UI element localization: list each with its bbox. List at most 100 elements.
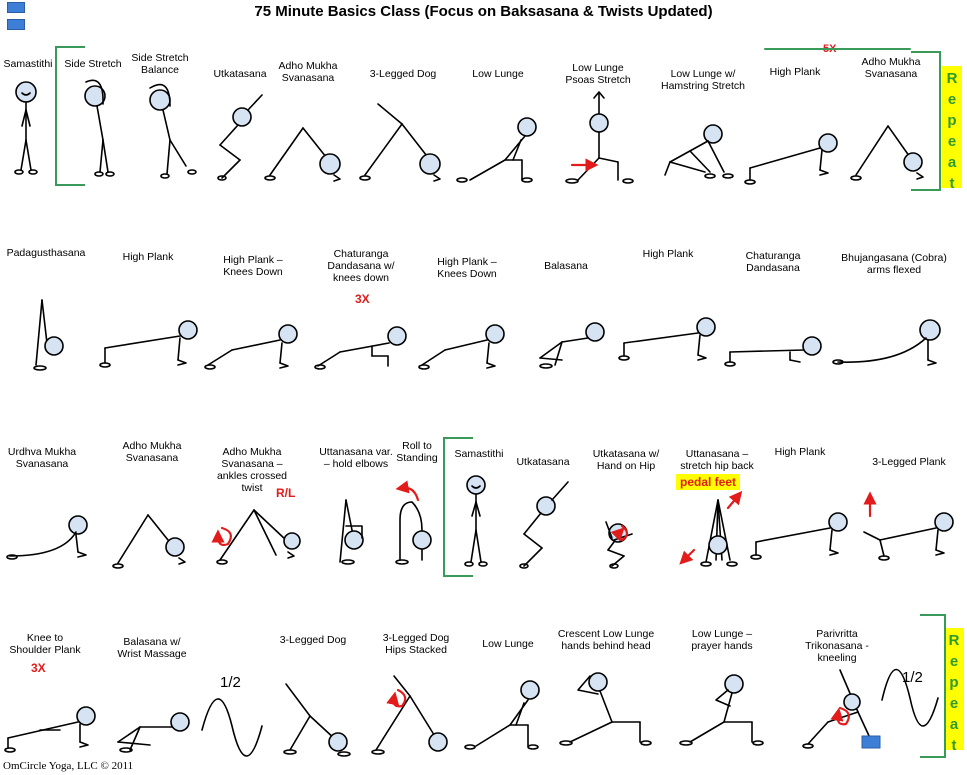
figure-roll-to-standing (395, 480, 432, 565)
figure-high-plank-knees-2 (418, 324, 505, 370)
figure-utkatasana-2 (519, 481, 569, 569)
pose-label: Utkatasana w/Hand on Hip (592, 448, 660, 472)
sequence-bracket (55, 46, 85, 186)
pose-label: 3-Legged Dog (369, 68, 437, 80)
figure-padagusthasana (33, 299, 64, 371)
figure-uttanasana-var (339, 499, 364, 565)
repeat-letter: t (949, 175, 955, 192)
figure-urdhva-mukha (6, 515, 88, 560)
repeat-letter: a (947, 154, 957, 171)
figure-adho-mukha-3 (112, 514, 186, 569)
pose-label: Low Lunge (472, 68, 524, 80)
pose-label: Uttanasana –stretch hip back (680, 448, 754, 472)
pose-label: Side Stretch (64, 58, 122, 70)
pose-label: High Plank (122, 251, 174, 263)
blue-square-icon (7, 2, 25, 13)
figure-high-plank-knees (204, 324, 298, 370)
repeat-letter: e (949, 695, 959, 712)
repeat-bracket (911, 51, 941, 191)
figure-balasana (539, 322, 605, 369)
pose-label: Samastithi (3, 58, 53, 70)
repeat-bracket (920, 614, 946, 758)
figure-adho-mukha-svanasana (264, 127, 341, 182)
figure-half-wave-2 (881, 668, 939, 727)
pose-label: Low Lunge w/Hamstring Stretch (660, 68, 746, 92)
figure-low-lunge-psoas (565, 91, 634, 184)
figure-knee-shoulder-plank (4, 706, 96, 753)
figure-3-legged-dog-2 (283, 683, 351, 757)
pose-label: Uttanasana var.– hold elbows (319, 446, 393, 470)
figure-samastithi-2 (464, 475, 488, 567)
blue-square-icon (7, 19, 25, 30)
figure-3-legged-dog-hips (371, 675, 448, 755)
figure-side-stretch (84, 79, 115, 177)
side-annotation: R/L (276, 486, 296, 500)
repeat-letter: R (948, 632, 960, 649)
repeat-label: R e p e a t (942, 66, 962, 192)
figure-parivritta-trikonasana (802, 669, 871, 749)
repeat-label: R e p e a t (944, 628, 964, 754)
repeat-letter: R (946, 70, 958, 87)
repeat-letter: p (947, 112, 957, 129)
repeat-letter: t (951, 737, 957, 754)
pose-label: Low Lunge –prayer hands (691, 628, 753, 652)
figure-balasana-wrist (117, 712, 190, 753)
repeat-letter: a (949, 716, 959, 733)
figure-bhujangasana (832, 319, 941, 366)
repeat-letter: e (949, 653, 959, 670)
figure-high-plank-2 (99, 320, 198, 368)
figure-adho-mukha-svanasana-2 (850, 125, 924, 181)
figure-chaturanga (724, 336, 822, 367)
pose-label: Utkatasana (516, 456, 570, 468)
repeat-count-3x: 3X (355, 292, 370, 306)
pose-label: High Plank –Knees Down (223, 254, 283, 278)
pose-label: Balasana (544, 260, 588, 272)
pose-label: 3-Legged Plank (872, 456, 946, 468)
pose-label: Balasana w/Wrist Massage (117, 636, 187, 660)
blue-block-prop (861, 735, 881, 749)
figure-low-lunge (456, 117, 537, 183)
figure-crescent-lunge (559, 672, 652, 746)
copyright: OmCircle Yoga, LLC © 2011 (3, 760, 134, 772)
figure-side-stretch-balance (149, 83, 197, 179)
figure-high-plank (744, 133, 838, 185)
figure-high-plank-4 (750, 512, 848, 560)
repeat-count-3x: 3X (31, 661, 46, 675)
pedal-feet-highlight: pedal feet (676, 474, 741, 490)
half-label: 1/2 (902, 669, 923, 686)
figure-uttanasana-hip (679, 490, 743, 567)
figure-utkatasana-hip (605, 521, 633, 569)
figure-chaturanga-knees (314, 326, 407, 370)
pose-label: High Plank –Knees Down (437, 256, 497, 280)
pose-label: 3-Legged Dog (279, 634, 347, 646)
repeat-letter: e (947, 133, 957, 150)
repeat-letter: p (949, 674, 959, 691)
figure-adho-mukha-twist (211, 509, 301, 565)
figure-samastithi (14, 81, 38, 175)
figure-utkatasana (217, 94, 263, 181)
figure-low-lunge-hamstring (664, 124, 734, 179)
pose-label: Low Lunge (482, 638, 534, 650)
pose-label: High Plank (642, 248, 694, 260)
pose-label: Samastithi (454, 448, 504, 460)
pose-label: Utkatasana (213, 68, 267, 80)
sequence-bracket (443, 437, 473, 577)
pose-label: Padagusthasana (6, 247, 86, 259)
pose-label: High Plank (769, 66, 821, 78)
half-label: 1/2 (220, 674, 241, 691)
pose-label: High Plank (774, 446, 826, 458)
page-title: 75 Minute Basics Class (Focus on Baksasa… (254, 3, 713, 20)
pose-label: Bhujangasana (Cobra)arms flexed (841, 252, 947, 276)
